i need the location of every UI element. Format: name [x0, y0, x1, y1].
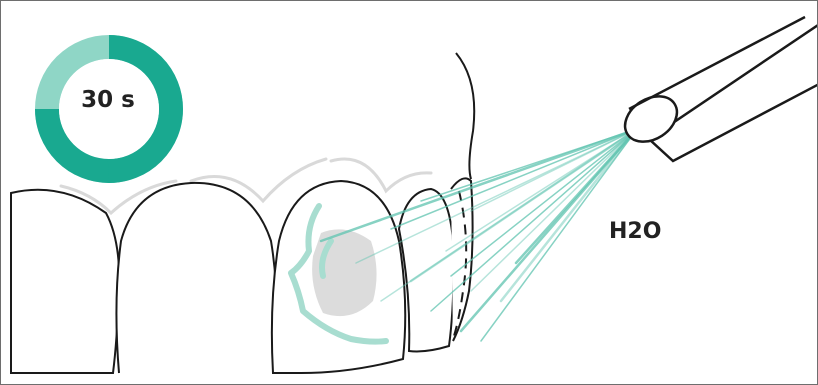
- lip-contour: [456, 53, 474, 179]
- water-label: H2O: [609, 219, 661, 244]
- spray-ray: [451, 129, 637, 276]
- timer-label: 30 s: [69, 87, 147, 113]
- rinse-nozzle-icon: [617, 17, 818, 161]
- circular-timer-icon: [47, 47, 171, 179]
- spray-ray: [501, 129, 637, 301]
- tooth-2: [116, 183, 276, 373]
- spray-ray: [471, 129, 637, 291]
- tooth-1: [11, 190, 119, 373]
- spray-ray: [471, 129, 637, 211]
